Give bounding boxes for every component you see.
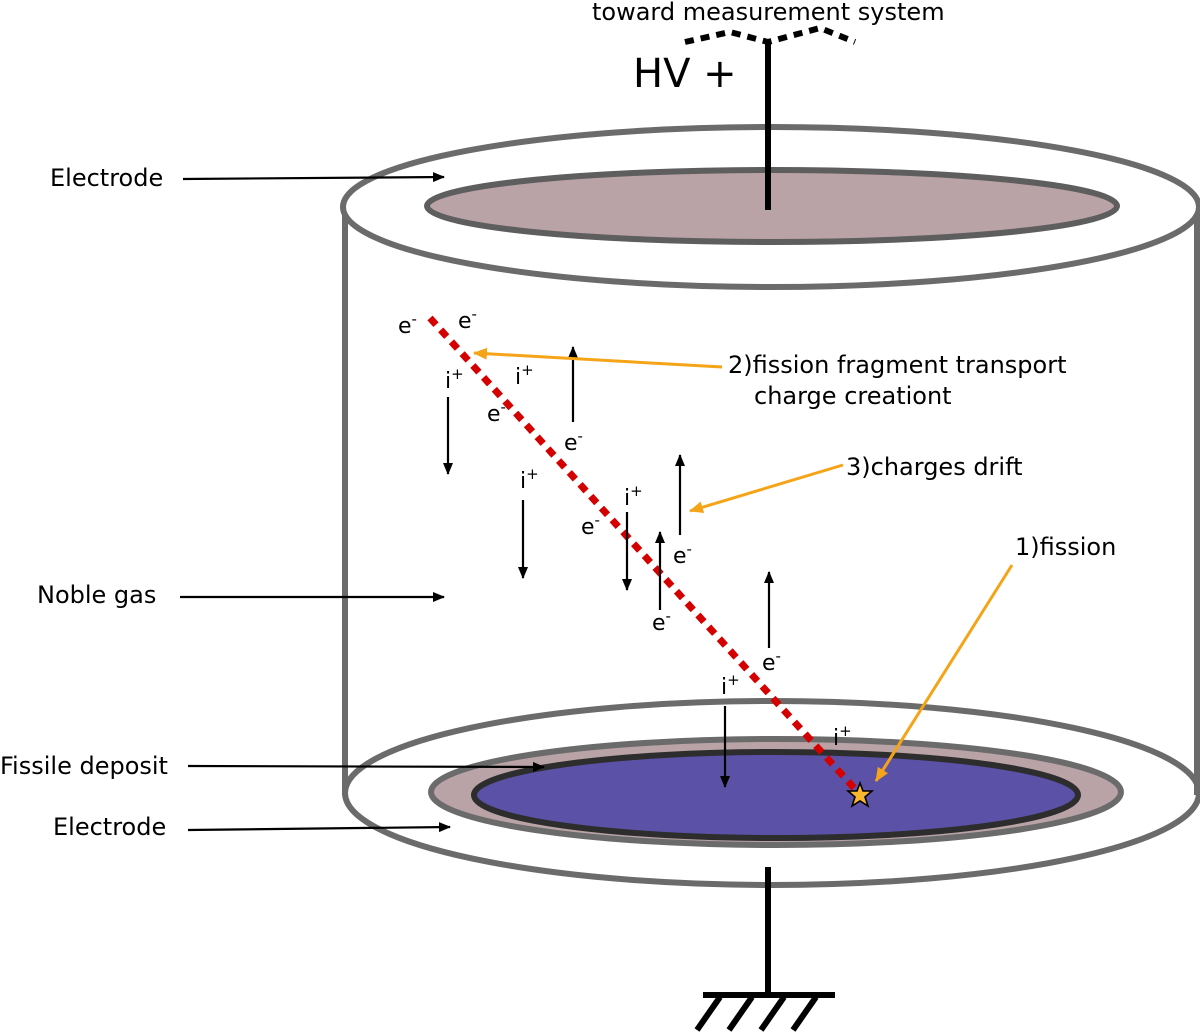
step3-label: 3)charges drift bbox=[846, 453, 1023, 481]
electron-label: e- bbox=[487, 398, 506, 427]
ion-label: i+ bbox=[721, 671, 740, 700]
annotation-arrows bbox=[473, 347, 1014, 782]
charge-labels: e- e- i+ i+ e- e- i+ i+ e- e- e- e- i+ i… bbox=[398, 305, 852, 751]
fissile-deposit bbox=[471, 749, 1081, 841]
arrow-step2 bbox=[473, 347, 723, 369]
ion-label: i+ bbox=[624, 482, 643, 511]
ion-label: i+ bbox=[833, 722, 852, 751]
ground-symbol bbox=[694, 867, 835, 1032]
pointer-electrode-bottom bbox=[187, 822, 451, 833]
step1-label: 1)fission bbox=[1015, 533, 1116, 561]
arrow-step3 bbox=[689, 463, 844, 514]
top-electrode bbox=[424, 167, 1120, 245]
electron-label: e- bbox=[652, 607, 671, 636]
toward-measurement-label: toward measurement system bbox=[592, 0, 945, 26]
ion-label: i+ bbox=[520, 465, 539, 494]
pointer-fissile-deposit bbox=[187, 761, 545, 772]
electrode-bottom-label: Electrode bbox=[53, 813, 166, 841]
step2-label-line2: charge creationt bbox=[754, 382, 952, 410]
electron-label: e- bbox=[564, 427, 583, 456]
arrow-step1 bbox=[874, 564, 1014, 782]
hv-plus-label: HV + bbox=[633, 51, 737, 97]
noble-gas-label: Noble gas bbox=[37, 581, 156, 609]
electron-label: e- bbox=[458, 305, 477, 334]
electron-label: e- bbox=[581, 511, 600, 540]
electron-label: e- bbox=[762, 647, 781, 676]
label-pointers bbox=[180, 172, 545, 833]
ion-label: i+ bbox=[515, 361, 534, 390]
step2-label-line1: 2)fission fragment transport bbox=[728, 351, 1067, 379]
measurement-connection bbox=[684, 24, 857, 46]
electron-label: e- bbox=[673, 540, 692, 569]
pointer-electrode-top bbox=[182, 172, 445, 183]
electron-label: e- bbox=[398, 310, 417, 339]
ion-label: i+ bbox=[445, 365, 464, 394]
fissile-deposit-label: Fissile deposit bbox=[0, 752, 168, 780]
fission-star-icon bbox=[845, 780, 875, 808]
electrode-top-label: Electrode bbox=[50, 164, 163, 192]
